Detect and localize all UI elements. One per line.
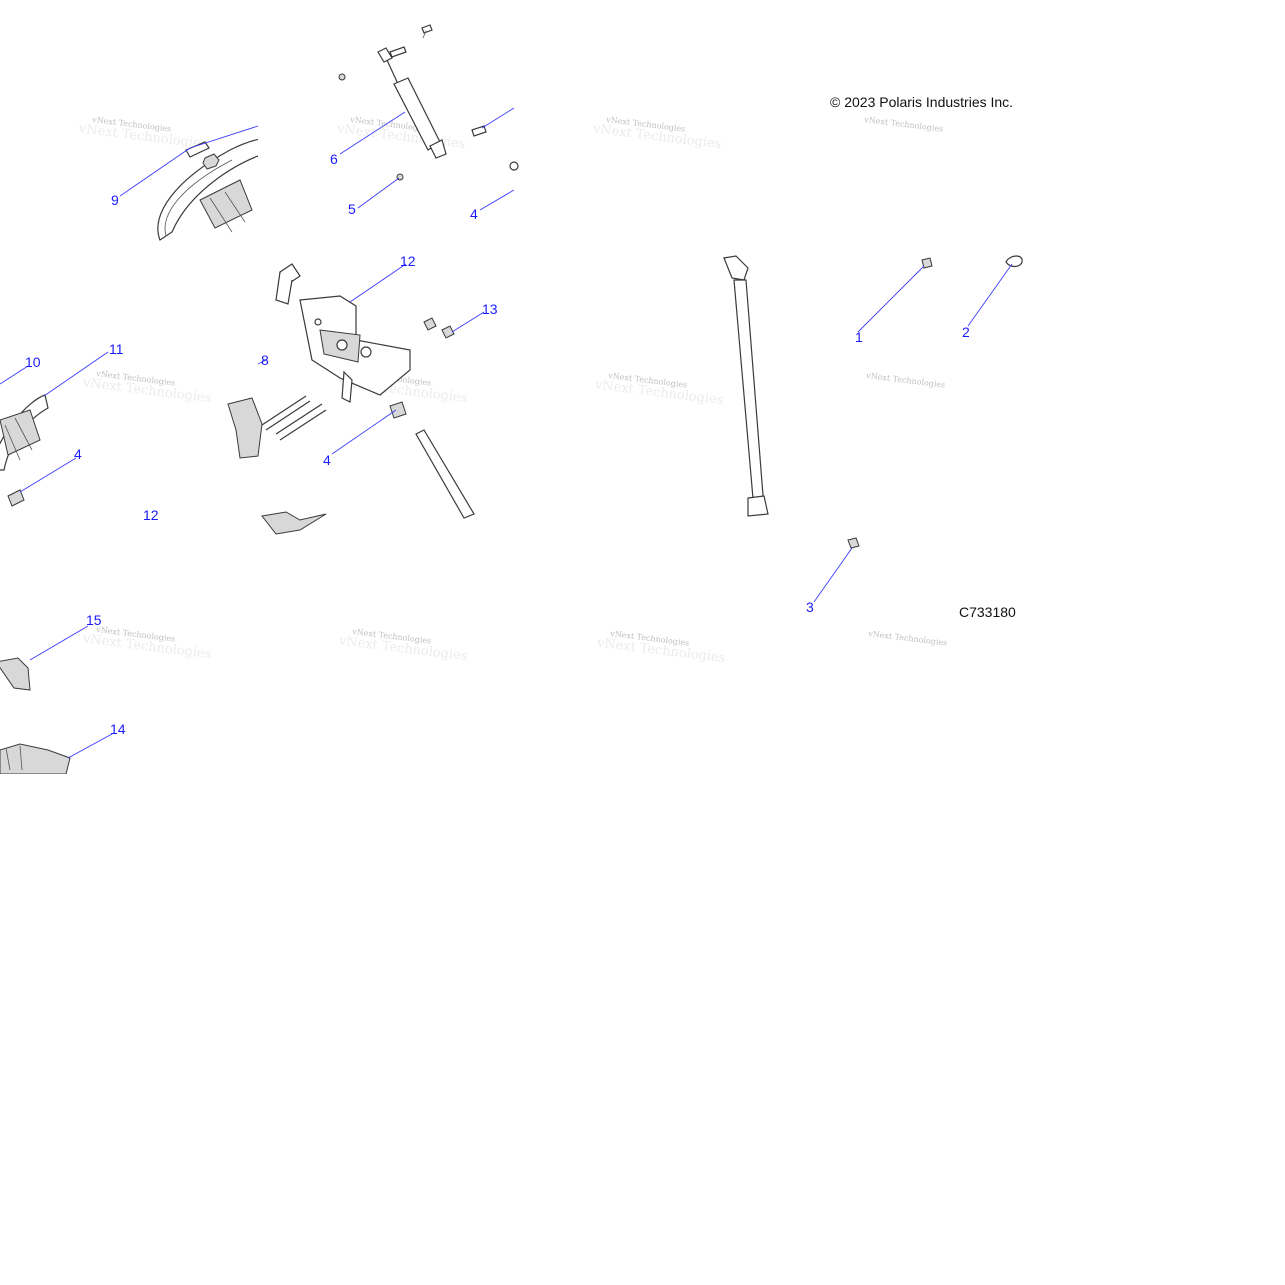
tile-damper (338, 24, 519, 181)
tile-bolt-3 (847, 537, 860, 549)
callout-11: 11 (109, 341, 124, 357)
tile-covers (0, 657, 71, 774)
callout-14: 14 (110, 721, 126, 737)
damper-end (429, 139, 447, 159)
wheel-nut (202, 153, 220, 170)
callout-15: 15 (86, 612, 102, 628)
u-joint-lower (747, 495, 769, 517)
callout-4-center: 4 (323, 452, 331, 468)
callout-10: 10 (25, 354, 41, 370)
steering-shaft (415, 429, 475, 519)
washer (338, 73, 346, 81)
intermediate-shaft (733, 279, 765, 511)
callout-8: 8 (261, 352, 269, 368)
drawing-id: C733180 (959, 604, 1016, 620)
screw (421, 24, 433, 34)
tile-intermediate-shaft (723, 255, 769, 517)
callout-1: 1 (855, 329, 863, 345)
nut (441, 325, 455, 339)
callout-4-left: 4 (74, 446, 82, 462)
clamp-2 (1005, 255, 1023, 268)
callout-6: 5 (348, 201, 356, 217)
bolt-3 (847, 537, 860, 549)
callout-13: 13 (482, 301, 498, 317)
damper-eye (377, 47, 393, 63)
tile-fasteners (921, 255, 1023, 269)
spacer (7, 489, 25, 507)
tile-steering-wheel (157, 138, 258, 241)
callout-12-center: 12 (400, 253, 416, 269)
watermark: vNext Technologies (867, 629, 948, 648)
cover-15 (0, 657, 31, 691)
steering-wheel-rim (157, 138, 258, 241)
side-bracket (227, 397, 263, 459)
steering-wheel-spoke (199, 179, 253, 229)
callout-5: 4 (470, 206, 478, 222)
bolt-1 (921, 257, 933, 269)
tile-steering-bracket (227, 263, 475, 535)
nut (423, 317, 437, 331)
spacer (389, 401, 407, 419)
watermark: vNext Technologies (863, 115, 944, 134)
copyright-text: © 2023 Polaris Industries Inc. (830, 94, 1013, 110)
bolt (471, 125, 487, 137)
leader-lines (0, 107, 1013, 759)
wheel-clip (185, 141, 210, 158)
callouts: 9 6 5 4 12 13 8 4 10 11 4 12 1 2 3 15 14 (25, 151, 970, 737)
callout-2: 2 (962, 324, 970, 340)
callout-3: 3 (806, 599, 814, 615)
watermark: vNext Technologies (865, 371, 946, 390)
callout-12-left: 12 (143, 507, 159, 523)
pin (389, 46, 407, 58)
tile-wheel-lower (0, 394, 49, 507)
cover-14 (0, 743, 71, 774)
callout-9: 9 (111, 192, 119, 208)
u-joint-upper (723, 255, 749, 281)
callout-7: 6 (330, 151, 338, 167)
